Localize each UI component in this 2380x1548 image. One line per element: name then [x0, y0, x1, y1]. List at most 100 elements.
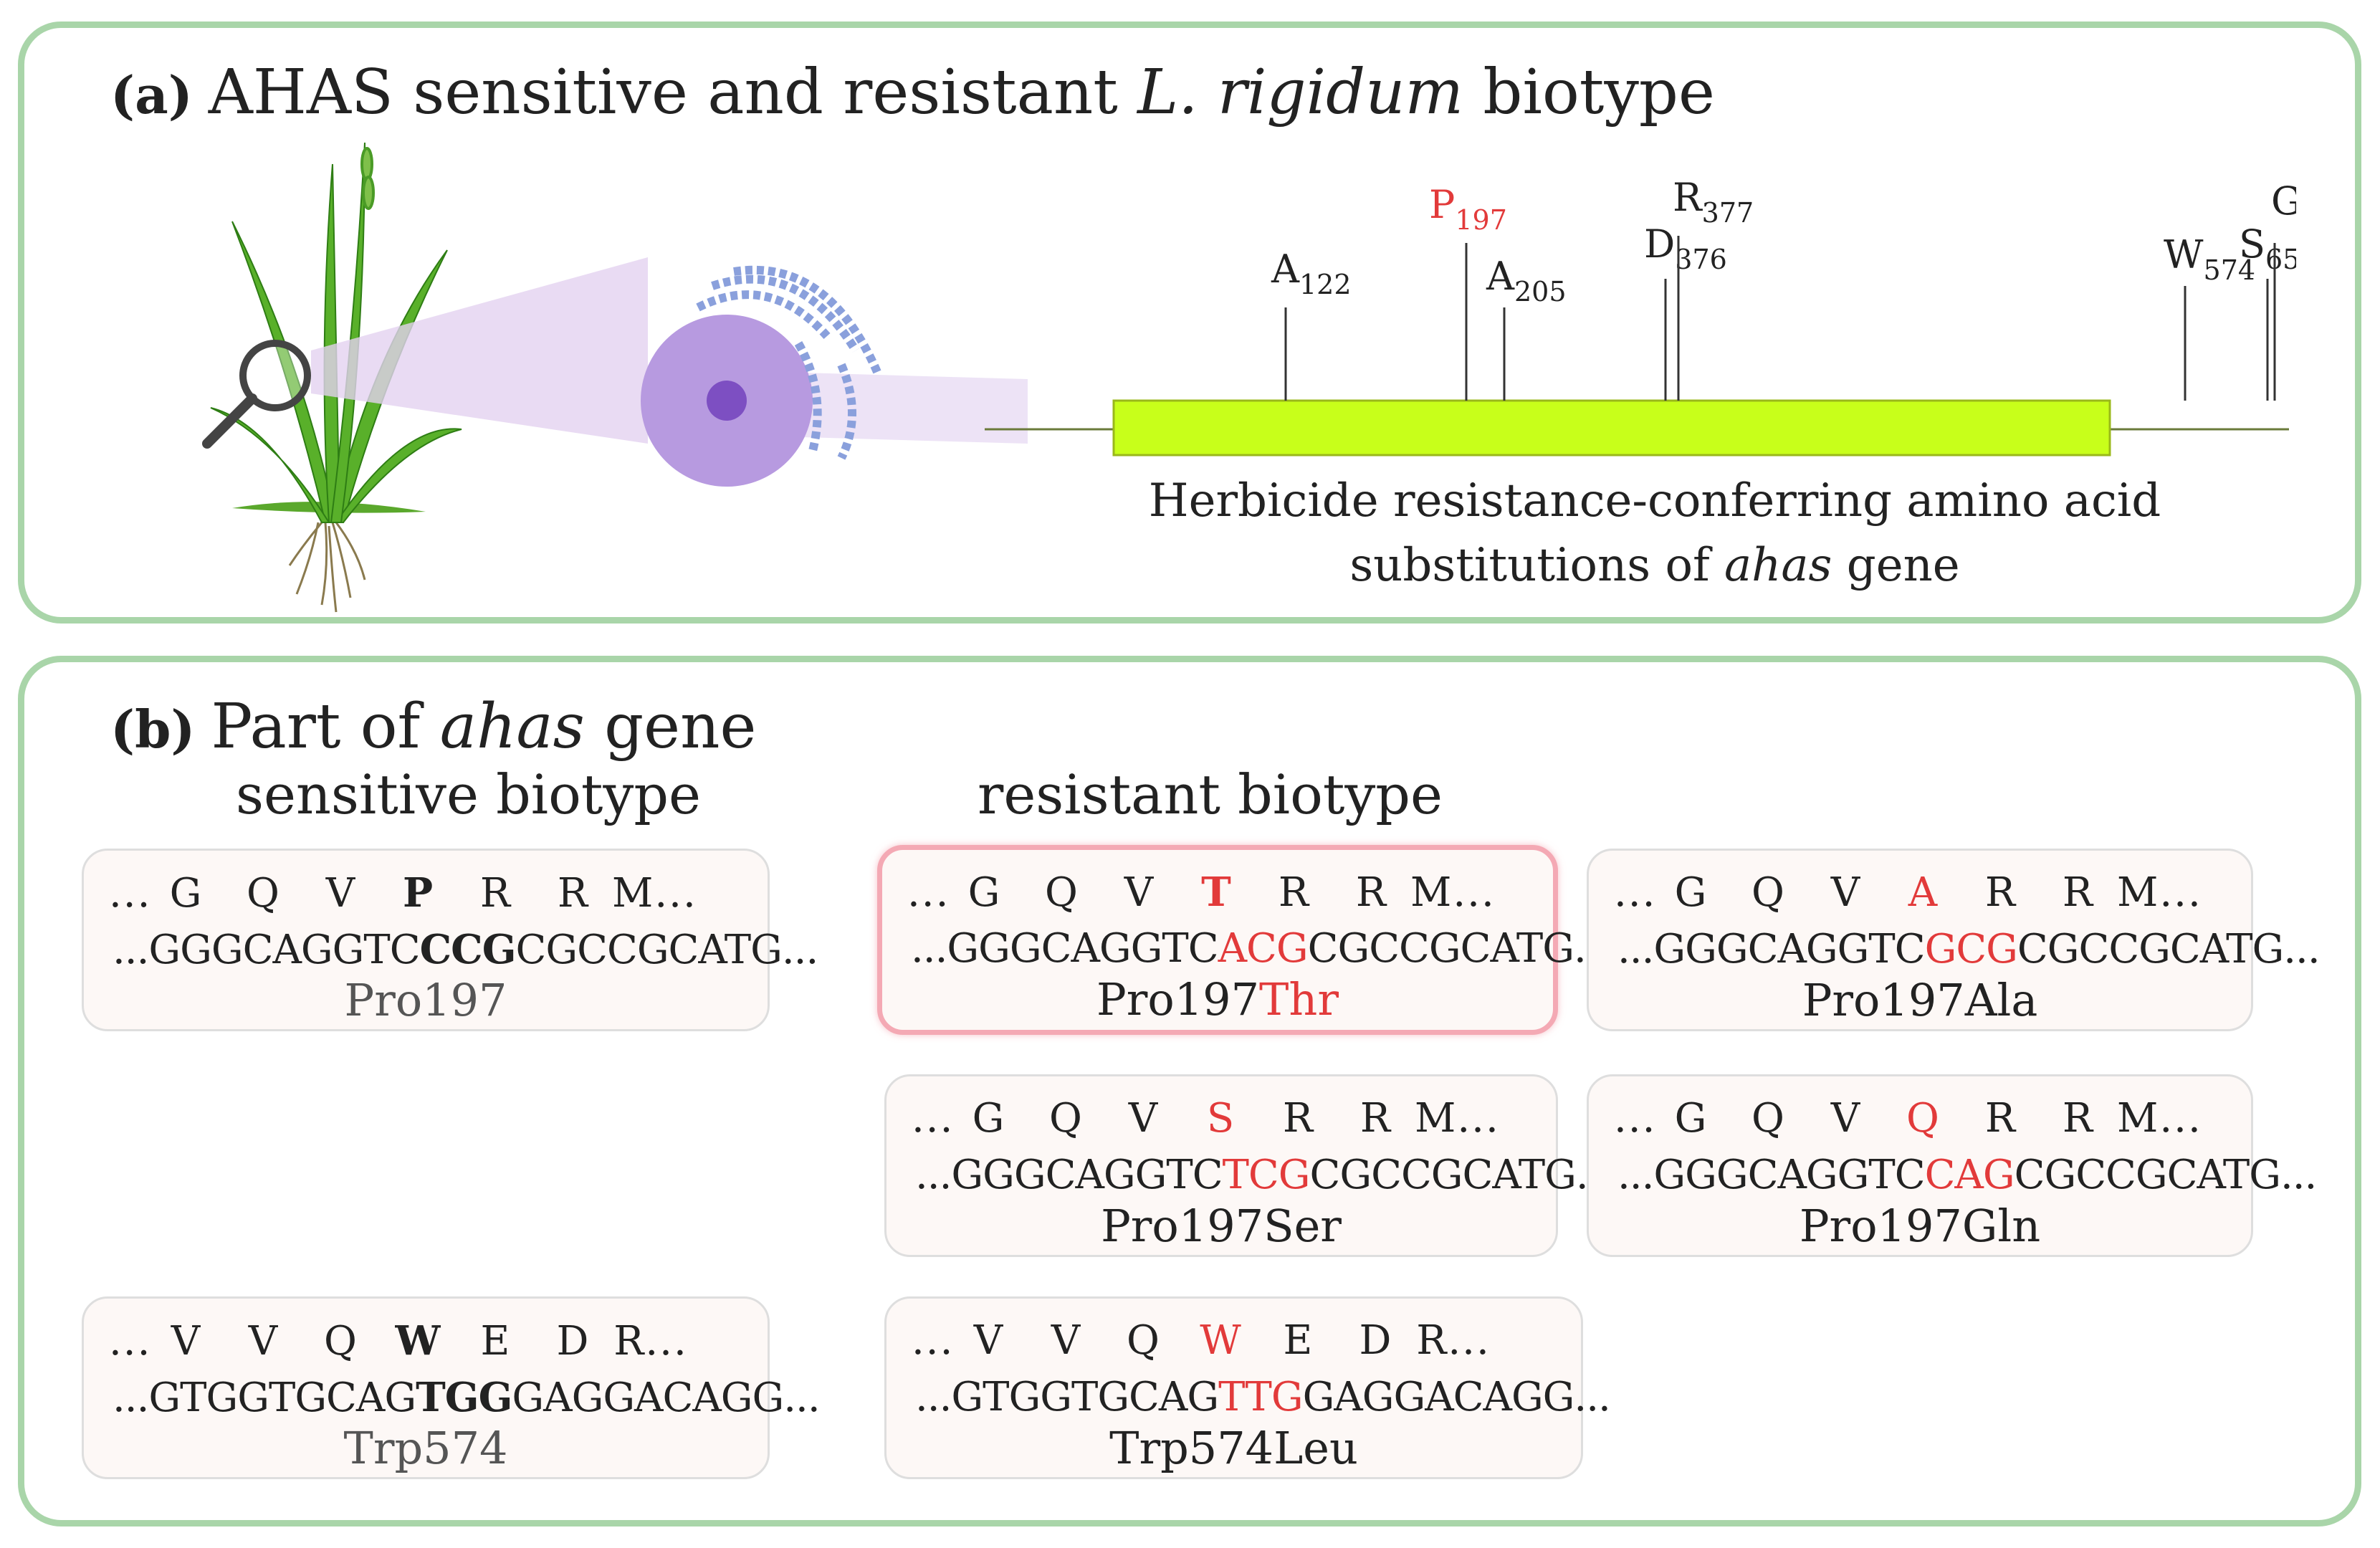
nucleotide-row: ... GGGCAGGTCCCGCGCCGCATG ...: [113, 926, 818, 973]
amino-acid: G: [1674, 869, 1708, 916]
nucleotides: ...: [2283, 926, 2320, 973]
nucleotide-row: ... GGGCAGGTCGCGCGCCGCATG ...: [1617, 926, 2321, 973]
amino-acid: V: [1830, 1095, 1862, 1142]
amino-acid: M...: [1410, 869, 1496, 916]
amino-acid: Q: [1045, 869, 1079, 916]
nucleotides: ...: [781, 927, 818, 973]
amino-acid: Q: [324, 1318, 358, 1365]
panel-b-title-text: Part of: [211, 691, 440, 763]
amino-acid: V: [1830, 869, 1862, 916]
nucleotides: GGGCAGGTC: [1653, 1152, 1925, 1198]
resistant-heading: resistant biotype: [978, 763, 1443, 826]
amino-acid: M...: [2117, 1095, 2202, 1142]
amino-acid: G: [169, 870, 204, 917]
substitution-name-text: Pro197Ala: [1802, 974, 2038, 1026]
dna-strands: [696, 265, 881, 460]
nucleotide-row: ... GGGCAGGTCTCGCGCCGCATG ...: [915, 1152, 1612, 1198]
codon: TTG: [1218, 1374, 1303, 1420]
ellipsis: ...: [912, 1095, 955, 1142]
amino-acid: R: [1984, 1095, 2017, 1142]
ellipsis: ...: [912, 1317, 955, 1364]
panel-a-label: (a): [110, 64, 193, 125]
amino-acid: R: [1355, 869, 1388, 916]
substitution-name: Pro197: [84, 974, 768, 1026]
site-label-A205: A205: [1486, 254, 1567, 307]
nucleotide-row: ... GTGGTGCAGTTGGAGGACAGG ...: [915, 1374, 1611, 1420]
amino-acid: R: [1984, 869, 2017, 916]
nucleotides: ...: [783, 1375, 820, 1421]
amino-acid: R...: [1416, 1317, 1491, 1364]
nucleotides: ...: [113, 1375, 149, 1421]
amino-acid: V: [325, 870, 357, 917]
amino-acid: V: [1128, 1095, 1160, 1142]
substitution-name-residue: Thr: [1259, 973, 1339, 1026]
site-label-P197: P197: [1429, 182, 1507, 236]
substitution-name-text: Trp574Leu: [1109, 1422, 1358, 1474]
amino-acid: G: [967, 869, 1002, 916]
caption-line-1: Herbicide resistance-conferring amino ac…: [1148, 474, 2161, 527]
nucleus: [707, 381, 747, 421]
amino-acid: E: [1283, 1317, 1314, 1364]
amino-acid: R: [1278, 869, 1311, 916]
site-label-S653: S653: [2239, 221, 2296, 275]
nucleotides: ...: [915, 1152, 952, 1198]
ellipsis: ...: [907, 869, 950, 916]
site-label-W574: W574: [2164, 232, 2255, 286]
amino-acid: V: [973, 1317, 1005, 1364]
panel-a-title: (a)AHAS sensitive and resistant L. rigid…: [110, 57, 1715, 128]
amino-acid: Q: [1127, 1317, 1161, 1364]
amino-acid: V: [248, 1318, 279, 1365]
amino-acid: R: [2062, 1095, 2095, 1142]
nucleotides: GGGCAGGTC: [1653, 926, 1925, 973]
substitution-name: Pro197Ser: [886, 1200, 1556, 1252]
codon: TCG: [1222, 1152, 1311, 1198]
amino-acid: R: [1359, 1095, 1392, 1142]
site-label-A122: A122: [1271, 247, 1352, 300]
amino-acid: V: [171, 1318, 202, 1365]
amino-acid: W: [1200, 1317, 1243, 1364]
nucleotides: GGGCAGGTC: [947, 925, 1218, 972]
codon: GCG: [1924, 926, 2018, 973]
nucleotides: CGCCGCATG: [515, 927, 783, 973]
panel-b-gene: ahas: [439, 691, 585, 763]
gene-caption: Herbicide resistance-conferring amino ac…: [1064, 469, 2246, 598]
panel-b-title: (b)Part of ahas gene: [110, 691, 756, 763]
amino-acid: G: [972, 1095, 1006, 1142]
nucleotides: ...: [2280, 1152, 2317, 1198]
substitution-name: Pro197Gln: [1589, 1200, 2251, 1252]
magnifier-icon: [202, 340, 311, 449]
amino-acid: M...: [612, 870, 697, 917]
amino-acid: Q: [1906, 1095, 1941, 1142]
ahas-gene-map: A122P197A205D376R377W574S653G654: [985, 175, 2296, 457]
amino-acid: R: [479, 870, 512, 917]
nucleotides: GTGGTGCAG: [951, 1374, 1219, 1420]
substitution-name-text: Pro197Ser: [1101, 1200, 1342, 1252]
nucleotides: CGCCGCATG: [1307, 925, 1574, 972]
amino-acid: Q: [1049, 1095, 1084, 1142]
amino-acid: E: [480, 1318, 512, 1365]
zoom-cone: [311, 257, 1028, 487]
roots: [288, 522, 366, 613]
amino-acid: T: [1201, 869, 1233, 916]
substitution-name: Pro197Ala: [1589, 974, 2251, 1026]
amino-acid: D: [556, 1318, 591, 1365]
substitution-name: Trp574Leu: [886, 1422, 1581, 1474]
panel-a-title-text: AHAS sensitive and resistant: [208, 57, 1138, 128]
substitution-name: Pro197Thr: [882, 973, 1553, 1026]
amino-acid: R: [1282, 1095, 1315, 1142]
ellipsis: ...: [109, 870, 152, 917]
leaves: [210, 142, 462, 523]
nucleotide-row: ... GTGGTGCAGTGGGAGGACAGG ...: [113, 1374, 821, 1421]
nucleotides: CGCCGCATG: [1309, 1152, 1577, 1198]
site-label-G654: G654: [2271, 178, 2296, 232]
